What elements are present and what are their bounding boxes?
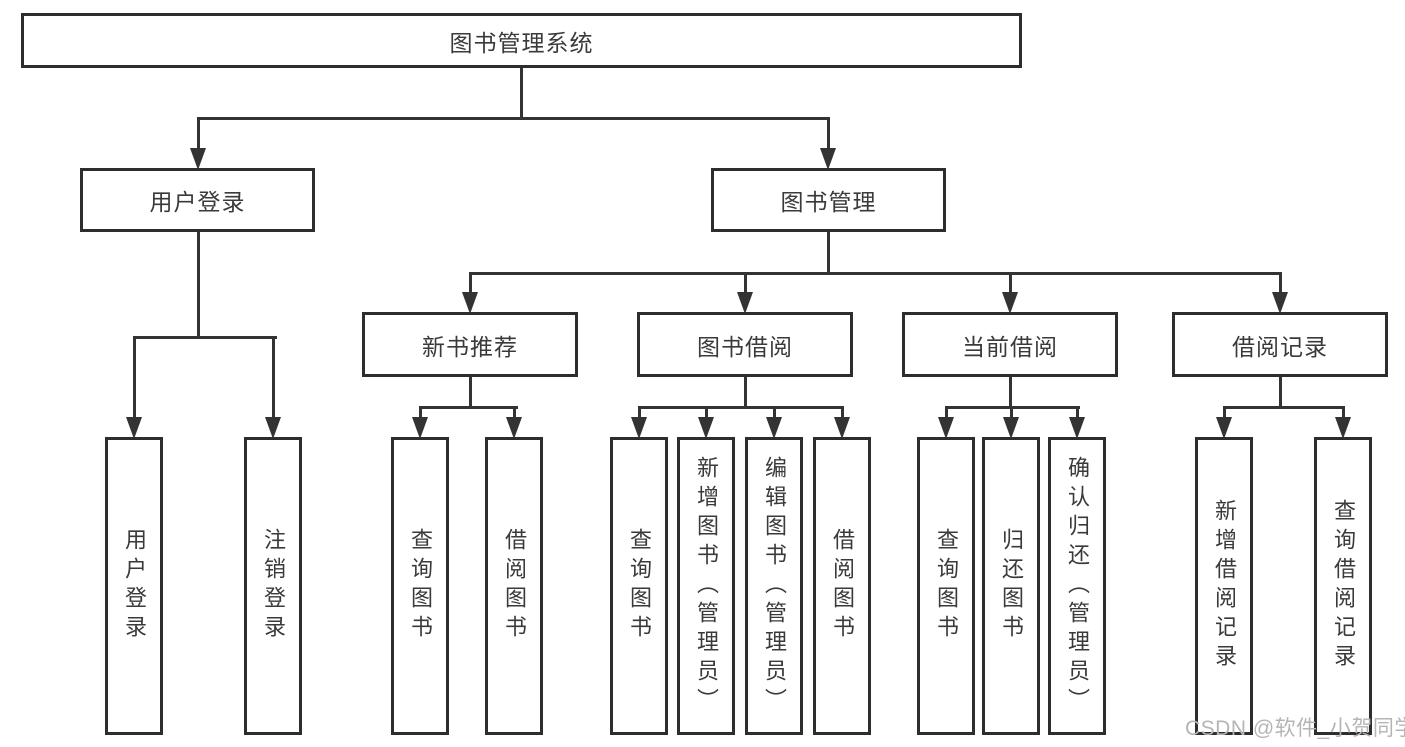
connector-group-bar xyxy=(637,406,844,409)
leaf-query-books-2: 查询图书 xyxy=(610,437,668,735)
leaf-add-borrow-record: 新增借阅记录 xyxy=(1195,437,1253,735)
connector-user-login-bar xyxy=(132,336,277,339)
connector-book-mgmt-stem xyxy=(826,232,830,275)
connector-group-stem xyxy=(743,377,747,409)
leaf-borrow-books-1: 借阅图书 xyxy=(485,437,543,735)
node-book-borrow-label: 图书借阅 xyxy=(697,333,793,360)
arrow-down-icon xyxy=(412,417,428,439)
arrow-down-icon xyxy=(766,417,782,439)
leaf-logout: 注销登录 xyxy=(244,437,302,735)
arrow-down-icon xyxy=(698,417,714,439)
node-current-borrow-label: 当前借阅 xyxy=(962,333,1058,360)
connector-book-mgmt-drop xyxy=(826,117,830,151)
node-user-login: 用户登录 xyxy=(80,168,315,232)
leaf-label: 新增借阅记录 xyxy=(1212,499,1237,673)
node-borrow-records: 借阅记录 xyxy=(1172,312,1388,377)
watermark: CSDN @软件_小贺同学 xyxy=(1185,717,1405,740)
connector-drop xyxy=(271,336,275,420)
connector-drop xyxy=(704,406,708,420)
arrow-down-icon xyxy=(938,417,954,439)
leaf-borrow-books-2: 借阅图书 xyxy=(813,437,871,735)
leaf-label: 查询图书 xyxy=(408,528,433,644)
leaf-label: 查询图书 xyxy=(934,528,959,644)
arrow-down-icon xyxy=(834,417,850,439)
leaf-label: 注销登录 xyxy=(261,528,286,644)
arrow-down-icon xyxy=(737,292,753,314)
arrow-down-icon xyxy=(1003,417,1019,439)
connector-drop xyxy=(944,406,948,420)
connector-drop xyxy=(637,406,641,420)
leaf-edit-books-admin: 编辑图书（管理员） xyxy=(745,437,803,735)
connector-drop xyxy=(1008,272,1012,296)
connector-drop xyxy=(1278,272,1282,296)
connector-group-stem xyxy=(1278,377,1282,409)
connector-group-stem xyxy=(1008,377,1012,409)
leaf-label: 确认归还（管理员） xyxy=(1065,455,1090,717)
arrow-down-icon xyxy=(190,148,206,170)
leaf-return-books: 归还图书 xyxy=(982,437,1040,735)
arrow-down-icon xyxy=(506,417,522,439)
connector-drop xyxy=(132,336,136,420)
connector-drop xyxy=(1341,406,1345,420)
arrow-down-icon xyxy=(1216,417,1232,439)
node-borrow-records-label: 借阅记录 xyxy=(1232,333,1328,360)
leaf-user-login: 用户登录 xyxy=(105,437,163,735)
arrow-down-icon xyxy=(1069,417,1085,439)
arrow-down-icon xyxy=(1335,417,1351,439)
node-new-book-recommend-label: 新书推荐 xyxy=(422,333,518,360)
connector-drop xyxy=(743,272,747,296)
connector-group-bar xyxy=(1222,406,1345,409)
leaf-add-books-admin: 新增图书（管理员） xyxy=(677,437,735,735)
arrow-down-icon xyxy=(462,292,478,314)
leaf-label: 用户登录 xyxy=(122,528,147,644)
leaf-query-books-3: 查询图书 xyxy=(917,437,975,735)
arrow-down-icon xyxy=(631,417,647,439)
leaf-label: 归还图书 xyxy=(999,528,1024,644)
connector-drop xyxy=(468,272,472,296)
connector-drop xyxy=(772,406,776,420)
connector-user-login-drop xyxy=(196,117,200,151)
leaf-confirm-return-admin: 确认归还（管理员） xyxy=(1048,437,1106,735)
leaf-query-books-1: 查询图书 xyxy=(391,437,449,735)
arrow-down-icon xyxy=(265,417,281,439)
node-current-borrow: 当前借阅 xyxy=(902,312,1118,377)
connector-level2-bar xyxy=(196,117,830,120)
leaf-label: 查询借阅记录 xyxy=(1331,499,1356,673)
arrow-down-icon xyxy=(820,148,836,170)
connector-level3-bar xyxy=(468,272,1282,275)
node-book-mgmt: 图书管理 xyxy=(711,168,946,232)
arrow-down-icon xyxy=(126,417,142,439)
arrow-down-icon xyxy=(1272,292,1288,314)
node-new-book-recommend: 新书推荐 xyxy=(362,312,578,377)
connector-group-bar xyxy=(418,406,518,409)
connector-drop xyxy=(512,406,516,420)
connector-drop xyxy=(840,406,844,420)
arrow-down-icon xyxy=(1002,292,1018,314)
connector-root-stem xyxy=(519,68,523,120)
node-book-borrow: 图书借阅 xyxy=(637,312,853,377)
leaf-label: 新增图书（管理员） xyxy=(694,455,719,717)
leaf-label: 编辑图书（管理员） xyxy=(762,455,787,717)
connector-drop xyxy=(1222,406,1226,420)
leaf-query-borrow-record: 查询借阅记录 xyxy=(1314,437,1372,735)
connector-drop xyxy=(418,406,422,420)
connector-drop xyxy=(1075,406,1079,420)
connector-group-stem xyxy=(468,377,472,409)
node-root: 图书管理系统 xyxy=(21,13,1022,68)
node-root-label: 图书管理系统 xyxy=(449,29,594,56)
node-user-login-label: 用户登录 xyxy=(149,189,246,215)
connector-drop xyxy=(1009,406,1013,420)
leaf-label: 借阅图书 xyxy=(830,528,855,644)
leaf-label: 借阅图书 xyxy=(502,528,527,644)
leaf-label: 查询图书 xyxy=(627,528,652,644)
node-book-mgmt-label: 图书管理 xyxy=(780,189,877,215)
connector-user-login-stem xyxy=(196,232,200,339)
